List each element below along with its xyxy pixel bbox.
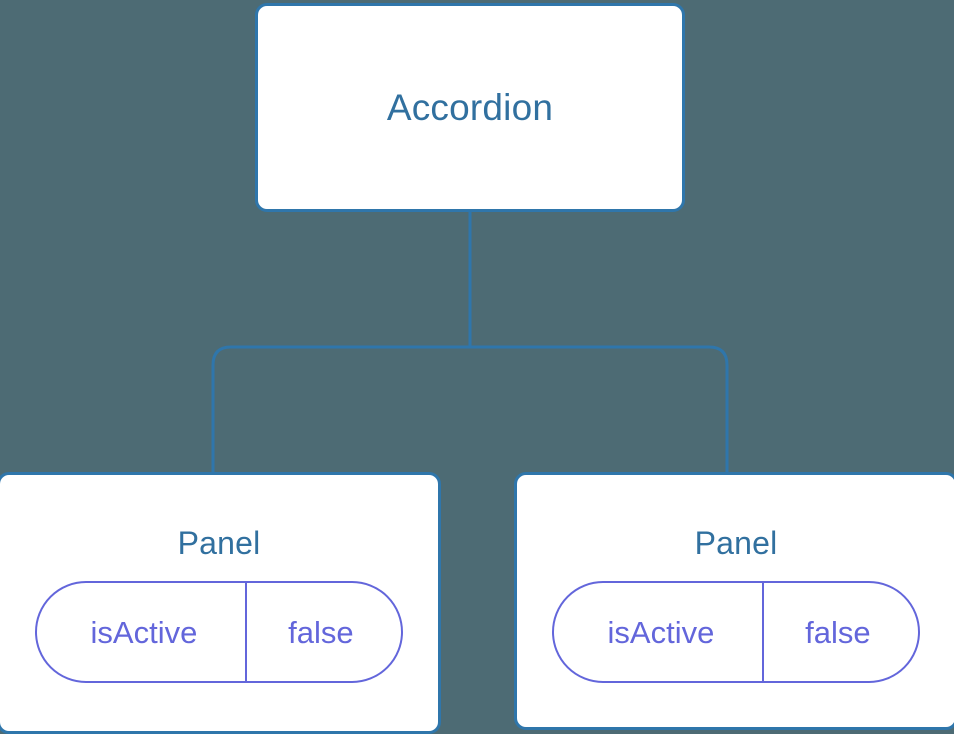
node-title-accordion: Accordion [386,87,554,128]
node-accordion[interactable]: Accordion [255,3,685,212]
prop-pill-left[interactable]: isActive false [35,581,403,683]
prop-key-isactive-left: isActive [37,583,247,681]
connector-branch-right [470,345,729,476]
node-title-panel-left: Panel [177,525,261,561]
prop-pill-right[interactable]: isActive false [552,581,920,683]
node-panel-right[interactable]: Panel isActive false [514,472,954,730]
prop-value-isactive-left: false [288,614,354,650]
prop-key-isactive-right: isActive [554,583,764,681]
connector-branch-left [211,345,470,476]
node-title-panel-right: Panel [694,525,778,561]
node-panel-left[interactable]: Panel isActive false [0,472,441,734]
prop-value-isactive-right: false [805,614,871,650]
